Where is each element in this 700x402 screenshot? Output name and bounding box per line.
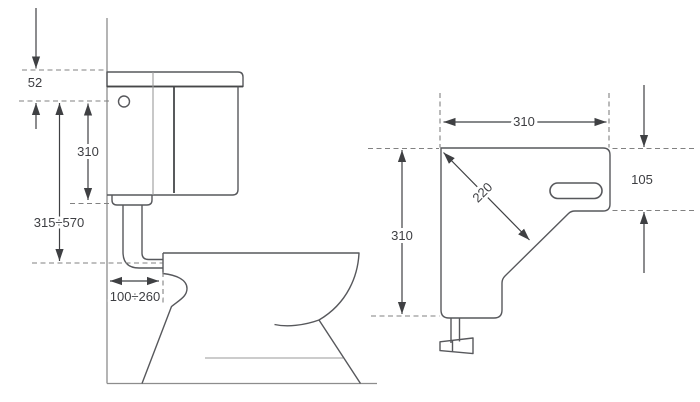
bowl-front-and-pedestal-left (141, 253, 188, 384)
cistern-body (107, 86, 239, 196)
valve-handle (439, 337, 474, 355)
flush-pipe-inner (141, 205, 163, 261)
dim-label-flush-pipe-range: 315÷570 (34, 215, 85, 230)
dim-label-profile-height: 310 (391, 228, 413, 243)
dim-label-right-depth: 105 (631, 172, 653, 187)
dim-line-diagonal (443, 152, 530, 241)
flush-button (117, 95, 131, 108)
toilet-side-view: 52 310 315÷570 100÷260 (19, 8, 377, 385)
dim-label-cistern-height: 310 (77, 144, 99, 159)
bowl-rim-and-pedestal-right (163, 252, 362, 384)
outlet-neck (111, 195, 153, 206)
flush-pipe-outer (122, 205, 163, 269)
dim-label-profile-width: 310 (513, 114, 535, 129)
cistern-profile-outline (440, 147, 611, 319)
valve-stem (450, 318, 461, 343)
cistern-profile-view: 310 310 105 220 (368, 85, 697, 355)
handle-recess (549, 182, 603, 200)
cistern-lid (106, 71, 244, 88)
dim-label-wall-to-bowl-range: 100÷260 (110, 289, 161, 304)
bowl-underside-curve (274, 319, 320, 327)
dim-label-top-offset: 52 (28, 75, 42, 90)
